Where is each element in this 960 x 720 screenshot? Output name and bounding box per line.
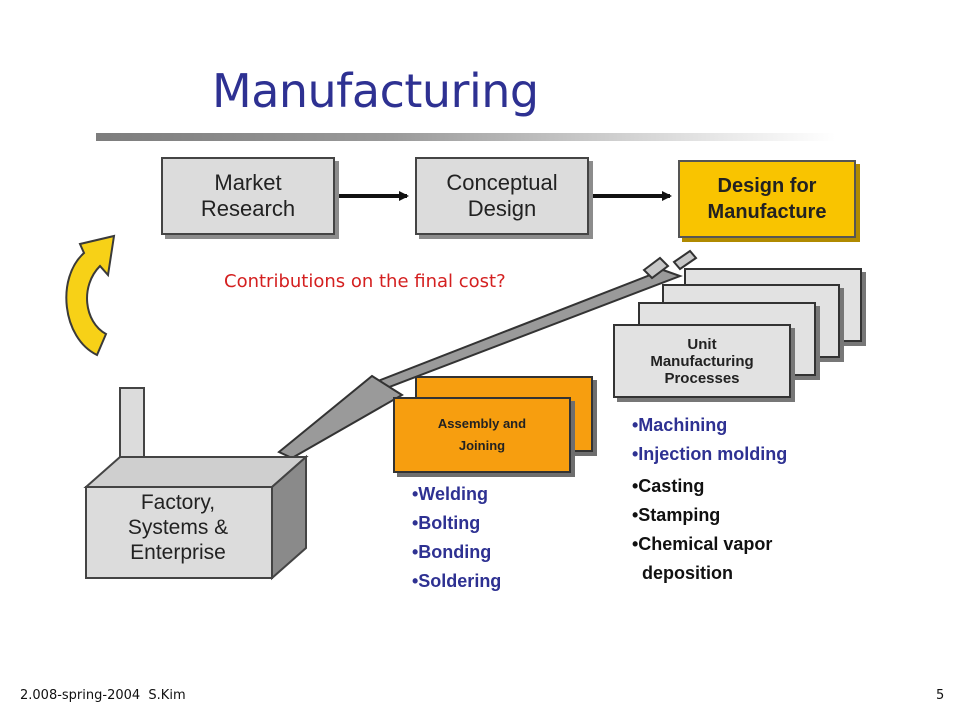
market-research-box: Market Research	[161, 157, 335, 235]
list-item: •Soldering	[412, 571, 502, 591]
stack-piece-icon	[642, 256, 670, 280]
stack-piece-icon	[672, 249, 698, 271]
conceptual-design-label-line1: Conceptual	[446, 170, 558, 195]
conceptual-design-label-line2: Design	[467, 196, 537, 221]
list-item: •Machining	[632, 415, 728, 435]
cycle-arrow-icon	[65, 234, 116, 357]
factory-icon	[83, 387, 309, 581]
unit-label-line2: Manufacturing	[650, 352, 754, 370]
list-item: •Welding	[412, 484, 488, 504]
dfm-label-line1: Design for	[717, 175, 817, 197]
market-research-label-line2: Research	[200, 196, 296, 221]
unit-process-list-black: •Casting •Stamping •Chemical vapor depos…	[632, 472, 772, 588]
assembly-list: •Welding •Bolting •Bonding •Soldering	[412, 480, 501, 596]
assembly-label-line2: Joining	[458, 438, 506, 453]
unit-label-line3: Processes	[664, 369, 740, 387]
slide-title: Manufacturing	[212, 64, 539, 118]
title-underline	[96, 133, 836, 141]
page-number: 5	[936, 688, 945, 703]
list-item: •Chemical vapor	[632, 534, 773, 554]
list-item: deposition	[632, 563, 733, 583]
design-for-manufacture-box: Design for Manufacture	[678, 160, 856, 238]
market-research-label-line1: Market	[214, 170, 282, 195]
factory-label-line1: Factory,	[140, 491, 216, 514]
final-cost-question: Contributions on the final cost?	[224, 271, 506, 292]
factory-label-line3: Enterprise	[130, 541, 226, 564]
list-item: •Injection molding	[632, 444, 788, 464]
list-item: •Bolting	[412, 513, 481, 533]
unit-process-list-blue: •Machining •Injection molding	[632, 411, 787, 469]
unit-manufacturing-processes-card: Unit Manufacturing Processes	[613, 324, 791, 398]
factory-label: Factory, Systems & Enterprise	[96, 490, 260, 565]
dfm-label-line2: Manufacture	[707, 201, 827, 223]
assembly-joining-card: Assembly and Joining	[393, 397, 571, 473]
slide-footer: 2.008-spring-2004 S.Kim	[20, 688, 186, 703]
list-item: •Stamping	[632, 505, 721, 525]
list-item: •Bonding	[412, 542, 492, 562]
conceptual-design-box: Conceptual Design	[415, 157, 589, 235]
factory-label-line2: Systems &	[127, 516, 229, 539]
list-item: •Casting	[632, 476, 705, 496]
assembly-label-line1: Assembly and	[437, 416, 527, 431]
unit-label-line1: Unit	[687, 335, 717, 353]
